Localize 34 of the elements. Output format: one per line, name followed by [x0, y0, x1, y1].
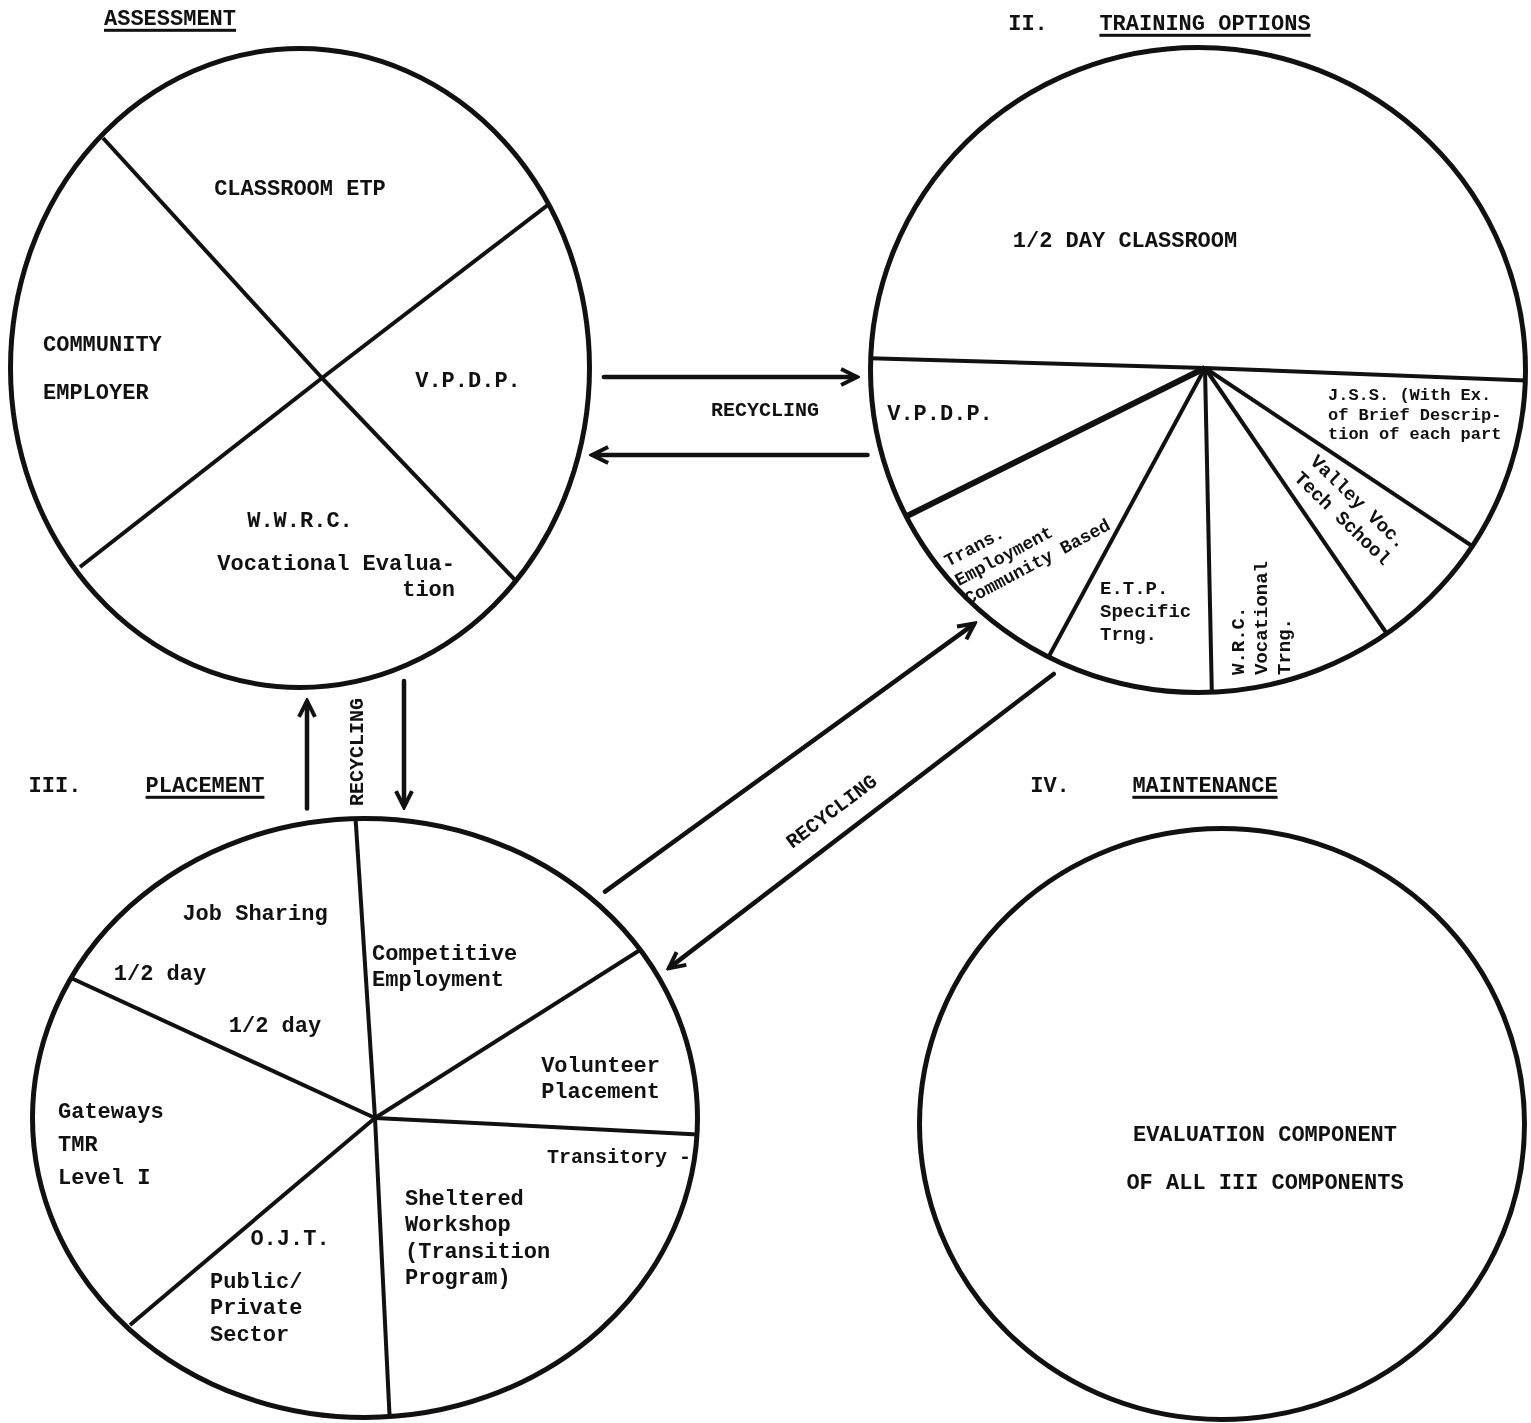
- section-number: II.: [1007, 11, 1049, 39]
- arrow: [602, 621, 977, 894]
- sector-label: O.J.T.: [249, 1226, 331, 1254]
- section-heading: MAINTENANCE: [1131, 773, 1279, 801]
- sector-label: COMMUNITY EMPLOYER: [43, 331, 163, 408]
- sector-label: Job Sharing: [181, 901, 329, 929]
- sector-label: Vocational Evalua- tion: [216, 551, 455, 605]
- sector-label: Public/ Private Sector: [210, 1270, 304, 1350]
- sector-label: EVALUATION COMPONENT OF ALL III COMPONENTS: [1125, 1121, 1405, 1198]
- sector-label: J.S.S. (With Ex. of Brief Descrip- tion of each part: [1328, 385, 1503, 445]
- sector-label: W.W.R.C.: [246, 508, 354, 536]
- section-number: III.: [27, 773, 83, 801]
- sector-label: V.P.D.P.: [414, 368, 522, 396]
- sector-label: Sheltered Workshop (Transition Program): [405, 1187, 552, 1293]
- arrow: [297, 698, 317, 811]
- arrow: [394, 678, 414, 810]
- arrow: [601, 367, 860, 387]
- sector-label: V.P.D.P.: [886, 401, 994, 429]
- section-heading: ASSESSMENT: [103, 6, 237, 34]
- sector-label: Volunteer Placement: [540, 1053, 660, 1107]
- sector-label: W.R.C. Vocational Trng.: [1227, 559, 1297, 675]
- sector-label: Transitory -: [547, 1146, 693, 1170]
- sector-label: E.T.P. Specific Trng.: [1100, 577, 1193, 647]
- sector-label: 1/2 day: [112, 961, 208, 989]
- section-heading: TRAINING OPTIONS: [1098, 11, 1312, 39]
- section-number: IV.: [1029, 773, 1071, 801]
- sector-label: Competitive Employment: [372, 941, 519, 995]
- sector-label: 1/2 day: [227, 1013, 323, 1041]
- sector-label: CLASSROOM ETP: [213, 176, 387, 204]
- sector-label: 1/2 DAY CLASSROOM: [1011, 228, 1239, 256]
- arrow: [590, 445, 870, 465]
- arrow: [666, 671, 1056, 971]
- sector-label: Gateways TMR Level I: [58, 1098, 165, 1193]
- section-heading: PLACEMENT: [144, 773, 266, 801]
